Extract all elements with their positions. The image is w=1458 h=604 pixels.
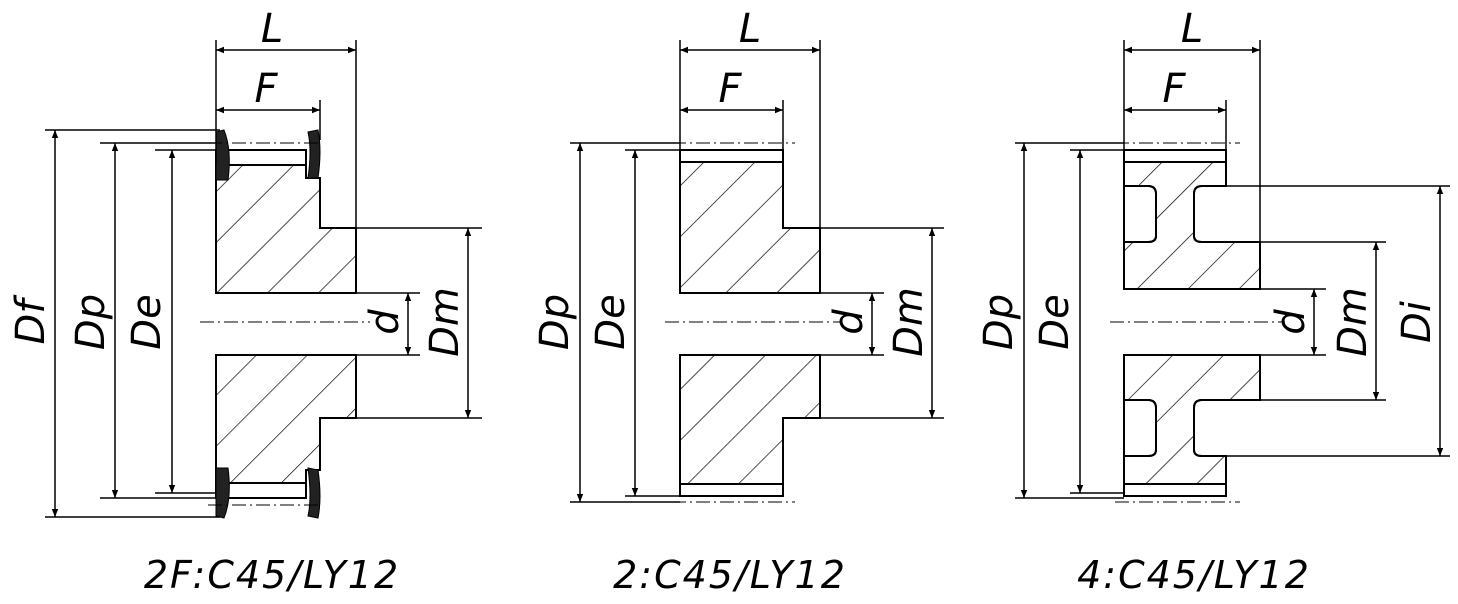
label-Dm: Dm — [1330, 287, 1376, 357]
label-De: De — [1032, 294, 1078, 349]
label-F: F — [718, 66, 742, 112]
label-De: De — [588, 294, 634, 349]
label-L: L — [1181, 6, 1203, 52]
label-F: F — [254, 66, 278, 112]
label-F: F — [1162, 66, 1186, 112]
label-Dp: Dp — [68, 294, 114, 350]
figure-4: L F Dp De d Dm Di 4:C45/LY12 — [976, 6, 1450, 597]
figure-2f: L F Df Dp De d Dm 2F:C45/LY12 — [8, 6, 482, 597]
pulley-body-4-top — [1123, 161, 1261, 290]
flange-bottom-left — [215, 467, 230, 519]
label-Di: Di — [1394, 301, 1440, 343]
figure-2: L F Dp De d Dm 2:C45/LY12 — [532, 6, 944, 597]
label-Dm: Dm — [886, 287, 932, 357]
label-Dm: Dm — [422, 287, 468, 357]
label-L: L — [261, 6, 283, 52]
pulley-body-4-bottom — [1123, 354, 1261, 485]
flange-bottom-right — [307, 467, 321, 519]
label-L: L — [739, 6, 761, 52]
flange-top-left — [215, 129, 230, 181]
pulley-body-2 — [679, 161, 821, 485]
label-Dp: Dp — [532, 294, 578, 350]
label-d: d — [826, 309, 872, 335]
label-d: d — [362, 309, 408, 335]
label-d: d — [1268, 309, 1314, 335]
caption-4: 4:C45/LY12 — [1077, 553, 1311, 597]
flange-top-right — [307, 129, 321, 179]
label-Dp: Dp — [976, 294, 1022, 350]
label-Df: Df — [8, 294, 54, 345]
pulley-body-2f — [215, 164, 357, 484]
label-De: De — [124, 294, 170, 349]
caption-2: 2:C45/LY12 — [613, 553, 847, 597]
caption-2f: 2F:C45/LY12 — [144, 553, 400, 597]
